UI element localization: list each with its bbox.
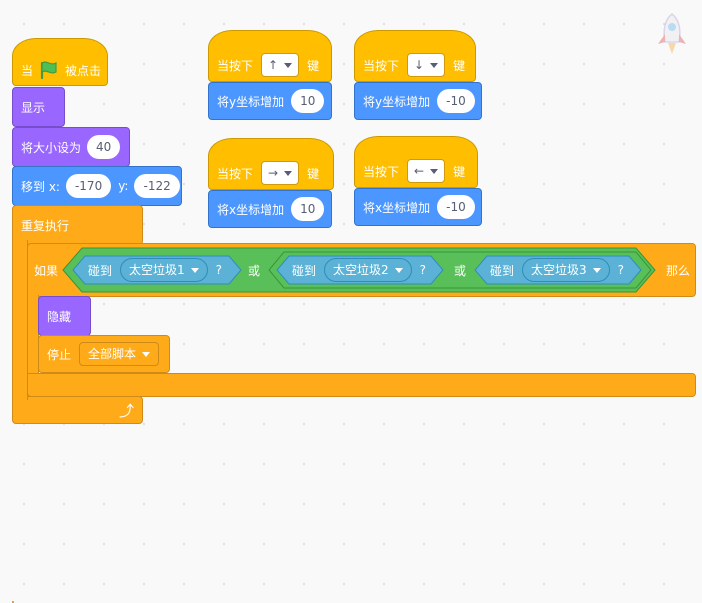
if-label: 如果 [34,263,59,278]
goto-xy-block[interactable]: 移到 x: -170 y: -122 [12,166,182,206]
touching-1-label: 碰到 [88,263,113,278]
touching-1-question: ? [215,263,223,277]
set-size-label: 将大小设为 [21,140,82,155]
stop-dropdown[interactable]: 全部脚本 [79,342,160,366]
set-size-block[interactable]: 将大小设为 40 [12,127,130,167]
loop-arrow-icon: ⤴ [118,401,134,420]
show-block[interactable]: 显示 [12,87,65,127]
key-suffix-label: 键 [307,166,320,181]
change-y-label: 将y坐标增加 [363,94,431,109]
dropdown-arrow-icon [284,62,293,68]
touching-1-dropdown[interactable]: 太空垃圾1 [120,258,208,282]
stop-block[interactable]: 停止 全部脚本 [38,335,170,373]
dropdown-arrow-icon [284,170,293,176]
goto-y-label: y: [118,179,129,193]
when-key-right-pressed-block[interactable]: 当按下 → 键 [208,138,334,190]
goto-x-input[interactable]: -170 [65,174,112,198]
forever-left-arm [12,240,28,400]
key-suffix-label: 键 [453,164,466,179]
change-x-left-block[interactable]: 将x坐标增加 -10 [354,188,482,226]
change-y-up-input[interactable]: 10 [291,89,325,113]
change-x-right-input[interactable]: 10 [291,197,325,221]
dropdown-arrow-icon [190,267,199,273]
hide-block[interactable]: 隐藏 [38,296,91,336]
when-label: 当 [21,63,34,78]
touching-block-2[interactable]: 碰到 太空垃圾2 ? [276,255,444,285]
dropdown-arrow-icon [592,267,601,273]
touching-3-label: 碰到 [490,263,515,278]
key-right-dropdown[interactable]: → [261,161,300,185]
key-suffix-label: 键 [453,58,466,73]
touching-2-question: ? [419,263,427,277]
key-down-dropdown[interactable]: ↓ [407,53,446,77]
when-key-left-pressed-block[interactable]: 当按下 ← 键 [354,136,478,188]
then-label: 那么 [666,263,691,278]
goto-y-input[interactable]: -122 [134,174,180,198]
forever-bottom-bar: ⤴ [12,396,143,424]
or-label-1: 或 [248,264,261,278]
forever-label: 重复执行 [21,218,70,233]
touching-3-dropdown[interactable]: 太空垃圾3 [522,258,610,282]
change-y-down-input[interactable]: -10 [437,89,475,113]
key-suffix-label: 键 [307,58,320,73]
touching-block-1[interactable]: 碰到 太空垃圾1 ? [72,255,242,285]
hide-label: 隐藏 [47,309,72,324]
dropdown-arrow-icon [142,351,151,357]
if-bottom-bar [27,373,696,397]
forever-top: 重复执行 [12,205,143,245]
touching-block-3[interactable]: 碰到 太空垃圾3 ? [474,255,642,285]
when-key-label: 当按下 [217,58,254,73]
touching-3-question: ? [617,263,625,277]
clicked-label: 被点击 [65,63,102,78]
change-y-label: 将y坐标增加 [217,94,285,109]
dropdown-arrow-icon [394,267,403,273]
rocket-sprite-icon [658,13,686,54]
dropdown-arrow-icon [430,62,439,68]
when-key-label: 当按下 [363,58,400,73]
touching-2-label: 碰到 [292,263,317,278]
when-key-down-pressed-block[interactable]: 当按下 ↓ 键 [354,30,476,82]
change-y-down-block[interactable]: 将y坐标增加 -10 [354,82,482,120]
key-left-dropdown[interactable]: ← [407,159,446,183]
change-x-left-input[interactable]: -10 [437,195,475,219]
green-flag-icon [40,61,57,80]
when-key-label: 当按下 [217,166,254,181]
sprite-thumbnail[interactable] [654,12,690,58]
touching-2-dropdown[interactable]: 太空垃圾2 [324,258,412,282]
dropdown-arrow-icon [430,168,439,174]
set-size-input[interactable]: 40 [87,135,121,159]
goto-x-label: 移到 x: [21,179,60,194]
change-x-label: 将x坐标增加 [363,200,431,215]
stop-label: 停止 [47,347,72,362]
when-flag-clicked-block[interactable]: 当 被点击 [12,38,108,86]
show-label: 显示 [21,100,46,115]
or-label-2: 或 [454,264,467,278]
change-y-up-block[interactable]: 将y坐标增加 10 [208,82,332,120]
when-key-up-pressed-block[interactable]: 当按下 ↑ 键 [208,30,332,82]
key-up-dropdown[interactable]: ↑ [261,53,300,77]
change-x-label: 将x坐标增加 [217,202,285,217]
when-key-label: 当按下 [363,164,400,179]
change-x-right-block[interactable]: 将x坐标增加 10 [208,190,332,228]
